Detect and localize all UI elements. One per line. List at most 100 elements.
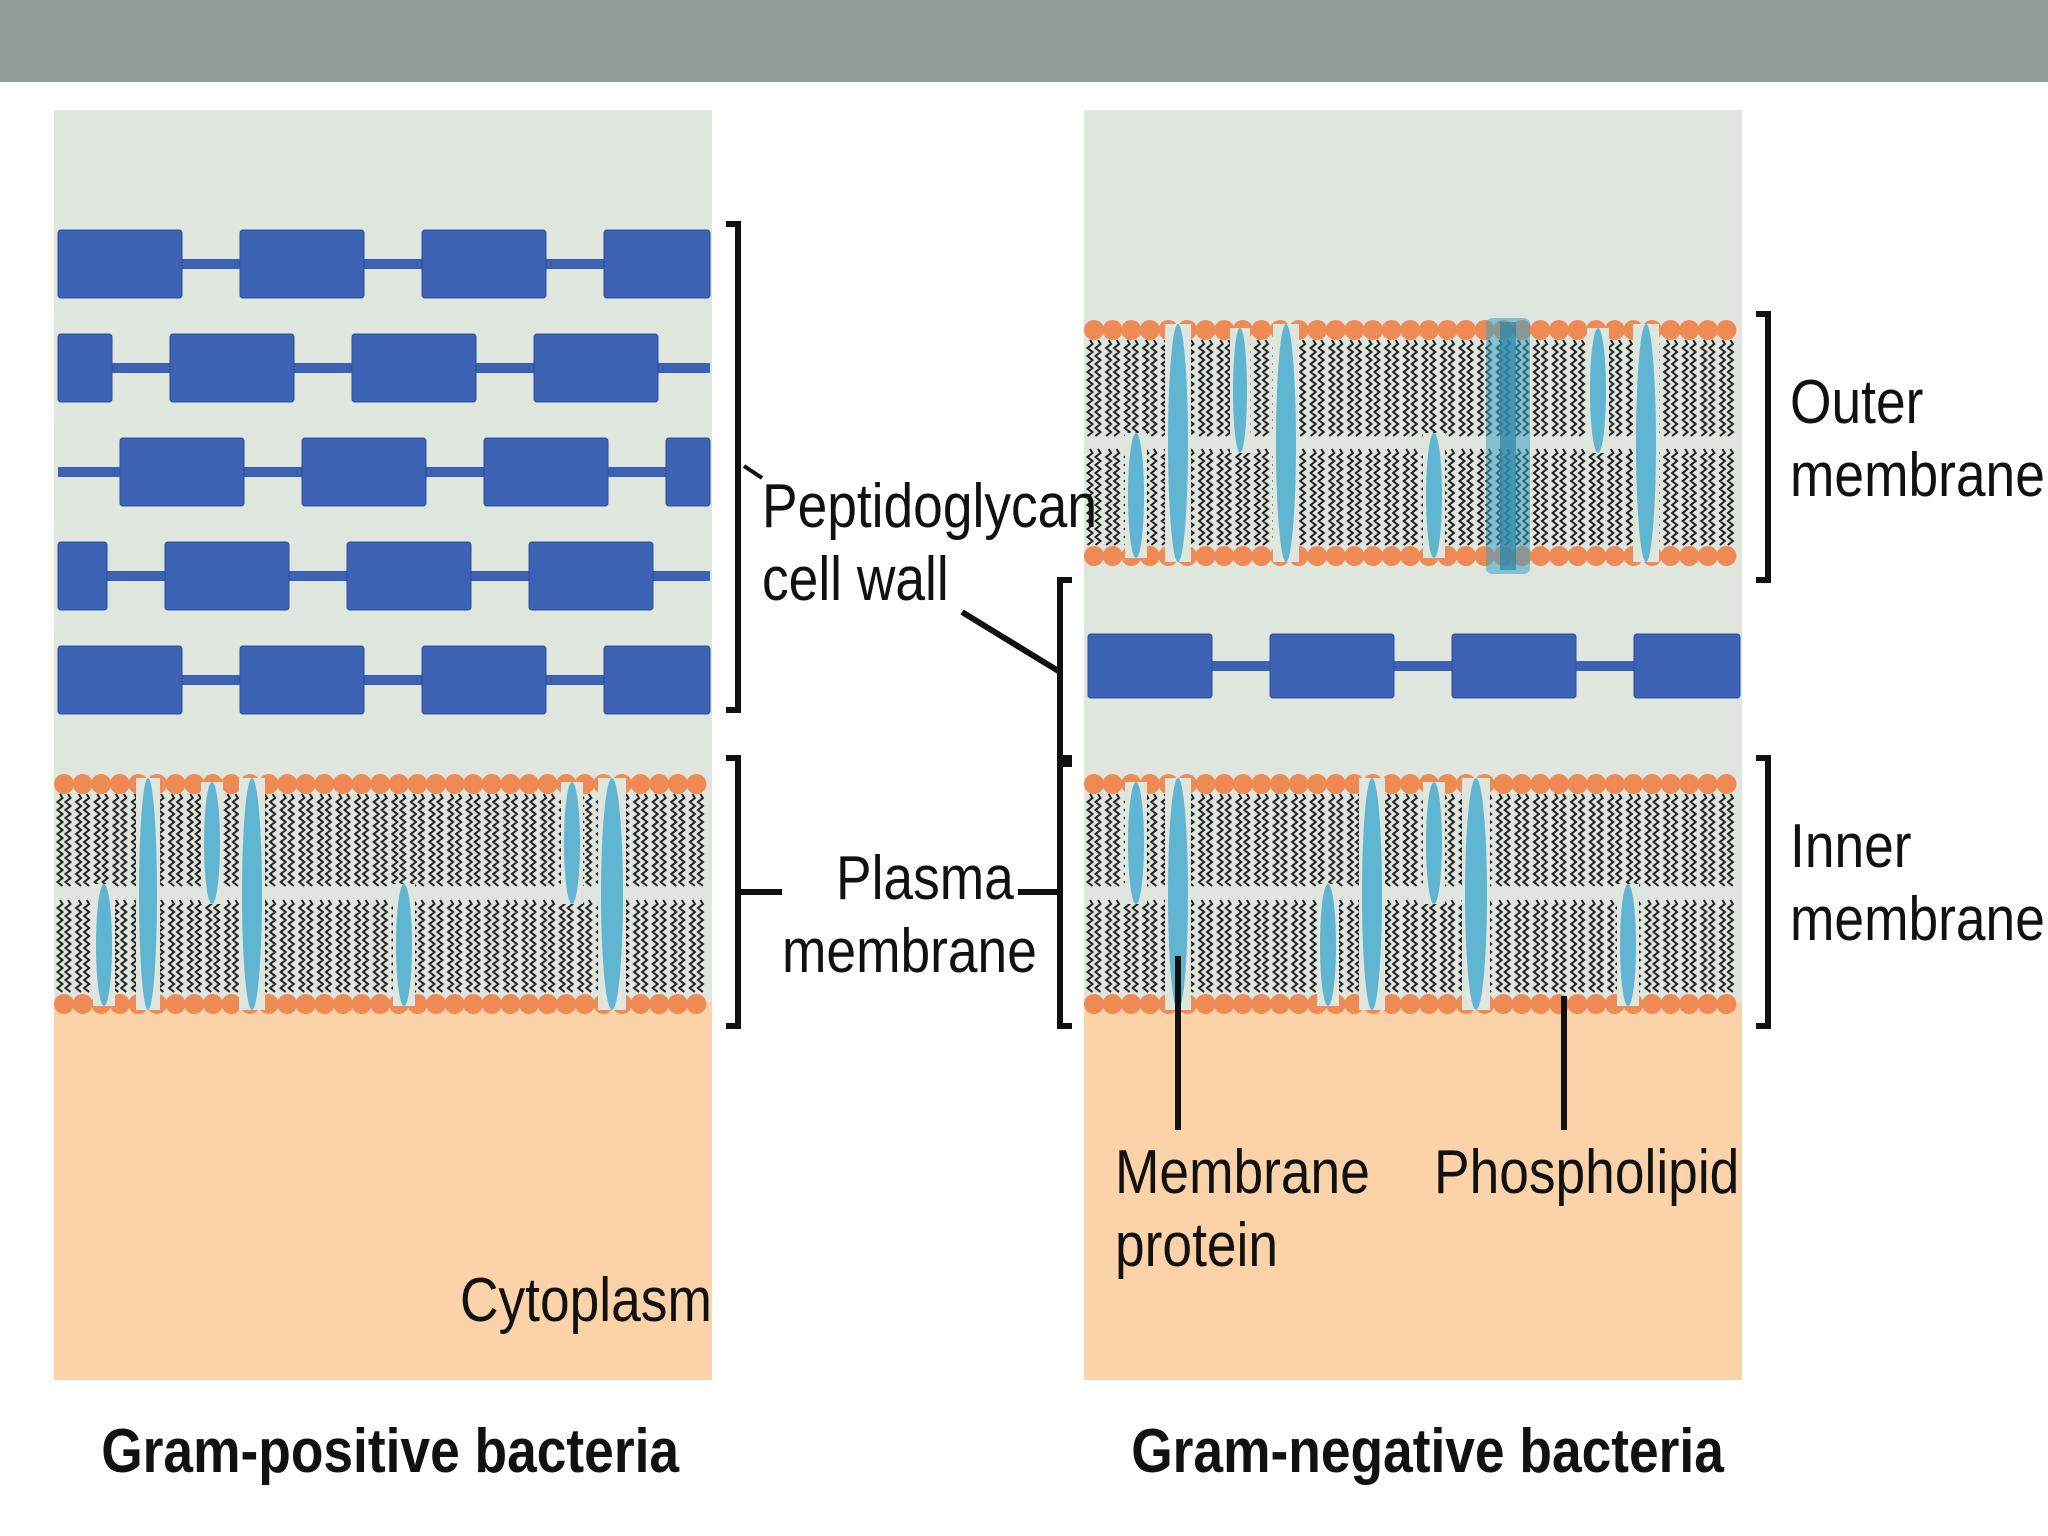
phospholipid-head [351,774,372,794]
gram-negative-panel [1084,110,1742,1380]
phospholipid-head [1400,320,1421,340]
phospholipid-head [1195,774,1216,794]
gram-positive-panel [54,110,712,1380]
phospholipid-head [519,774,539,794]
phospholipid-head [202,994,223,1014]
membrane-protein [242,778,262,1010]
phospholipid-head [1363,546,1383,566]
peptidoglycan-block [1451,633,1577,699]
peptidoglycan-block [1087,633,1213,699]
membrane-protein [564,782,580,904]
peptidoglycan-block [164,541,290,611]
glycan-link [58,675,710,685]
phospholipid-head [686,774,707,794]
phospholipid-head [1567,546,1588,566]
phospholipid-head [667,774,688,794]
peptidoglycan-block [239,645,365,715]
phospholipid-head [1232,994,1253,1014]
phospholipid-head [1381,546,1402,566]
peptidoglycan-block [1269,633,1395,699]
phospholipid-head [1307,774,1328,794]
phospholipid-label: Phospholipid [1434,1138,1740,1207]
membrane-protein-label: Membrane protein [1115,1138,1370,1281]
peptidoglycan-block [351,333,477,403]
phospholipid-head [649,774,670,794]
phospholipid-head [1642,774,1662,794]
annotation-lines [726,221,1771,1130]
phospholipid-head [1139,320,1160,340]
phospholipid-head [1344,546,1365,566]
phospholipid-head [221,994,242,1014]
phospholipid-head [1679,774,1700,794]
phospholipid-head [1400,774,1421,794]
peptidoglycan-block [57,645,183,715]
phospholipid-head [1400,994,1421,1014]
phospholipid-head [519,994,539,1014]
phospholipid-head [1307,546,1328,566]
phospholipid-head [314,994,335,1014]
phospholipid-head [1493,994,1514,1014]
phospholipid-head [1344,320,1365,340]
title-bar [0,0,2048,82]
phospholipid-head [1549,774,1569,794]
phospholipid-head [1604,320,1625,340]
porin-core [1500,322,1516,570]
phospholipid-head [388,774,409,794]
membrane-protein [1233,328,1247,453]
phospholipid-head [1679,320,1700,340]
phospholipid-head [109,774,130,794]
bracket [726,755,741,1029]
phospholipid-head [1418,994,1439,1014]
phospholipid-head [1214,774,1235,794]
membrane-protein [1636,324,1656,562]
phospholipid-head [1456,320,1476,340]
phospholipid-head [1660,320,1681,340]
cytoplasm [1084,1002,1742,1380]
phospholipid-head [667,994,688,1014]
phospholipid-head [370,994,391,1014]
phospholipid-head [630,994,651,1014]
phospholipid-head [1121,994,1142,1014]
gram-negative-caption: Gram-negative bacteria [1131,1417,1724,1486]
phospholipid-head [54,774,74,794]
phospholipid-head [1251,546,1272,566]
phospholipid-head [1195,994,1216,1014]
peptidoglycan-block [239,229,365,299]
phospholipid-head [1232,774,1253,794]
phospholipid-head [184,774,205,794]
phospholipid-head [72,994,93,1014]
peptidoglycan-block [57,333,113,403]
phospholipid-head [1549,546,1569,566]
phospholipid-head [1381,994,1402,1014]
phospholipid-head [314,774,335,794]
phospholipid-head [1716,774,1737,794]
phospholipid-head [1530,994,1551,1014]
phospholipid-head [1660,774,1681,794]
phospholipid-head [463,774,484,794]
phospholipid-head [295,994,316,1014]
phospholipid-head [91,774,112,794]
peptidoglycan-block [421,645,547,715]
phospholipid-head [370,774,391,794]
phospholipid-head [1437,994,1458,1014]
phospholipid-head [333,774,353,794]
plasma-membrane-label: Plasma membrane [782,844,1037,987]
membrane-protein [1128,433,1144,558]
membrane-protein [1168,778,1188,1010]
phospholipid-head [537,774,558,794]
phospholipid-head [537,994,558,1014]
phospholipid-head [426,774,446,794]
phospholipid-head [1102,994,1123,1014]
phospholipid-head [1511,994,1532,1014]
peptidoglycan-block [119,437,245,507]
phospholipid-head [1325,320,1346,340]
membrane-protein [204,782,220,904]
bracket [1756,311,1771,583]
peptidoglycan-block [169,333,295,403]
peptidoglycan-block [1633,633,1741,699]
membrane-protein [1426,433,1442,558]
phospholipid-head [165,774,186,794]
phospholipid-head [1511,774,1532,794]
phospholipid-head [1697,994,1718,1014]
